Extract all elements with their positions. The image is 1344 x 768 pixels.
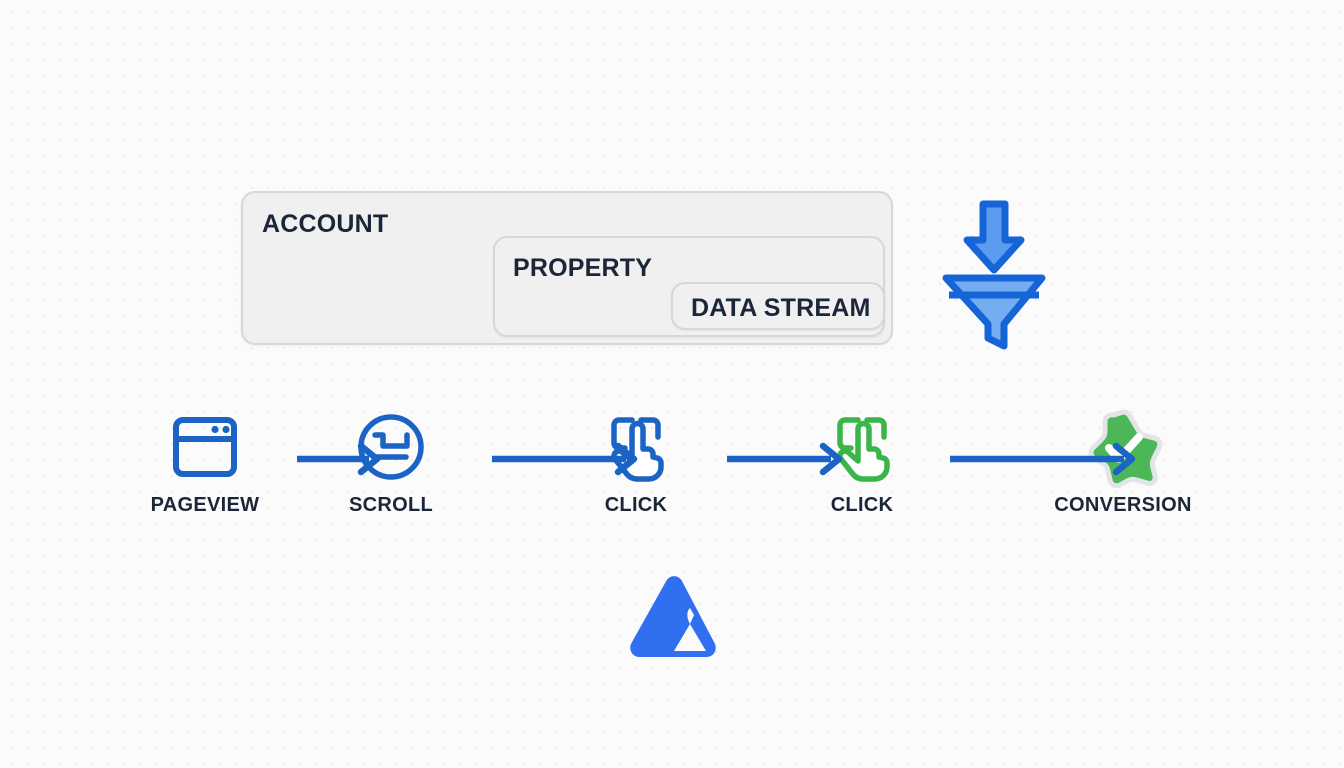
account-box-label: ACCOUNT — [262, 210, 389, 238]
event-label-click-2: CLICK — [830, 494, 894, 516]
flow-arrow-3 — [725, 441, 845, 477]
hierarchy-group: ACCOUNT PROPERTY DATA STREAM — [241, 191, 893, 345]
event-label-pageview: PAGEVIEW — [150, 494, 260, 516]
event-node-click-2[interactable]: CLICK — [787, 405, 937, 517]
data-stream-box[interactable]: DATA STREAM — [671, 282, 885, 330]
event-node-pageview[interactable]: PAGEVIEW — [130, 405, 280, 517]
browser-window-icon — [130, 405, 280, 489]
property-box[interactable]: PROPERTY DATA STREAM — [493, 236, 885, 337]
event-node-conversion[interactable]: CONVERSION — [1048, 405, 1198, 517]
event-label-conversion: CONVERSION — [1054, 494, 1192, 516]
data-stream-box-label: DATA STREAM — [691, 294, 871, 322]
google-analytics-logo — [628, 574, 718, 658]
event-flow-row: PAGEVIEW SCROLL CLICK — [130, 405, 1220, 530]
event-label-click-1: CLICK — [604, 494, 668, 516]
event-label-scroll: SCROLL — [348, 494, 434, 516]
account-box[interactable]: ACCOUNT PROPERTY DATA STREAM — [241, 191, 893, 345]
flow-arrow-1 — [295, 441, 383, 477]
event-node-scroll[interactable]: SCROLL — [316, 405, 466, 517]
funnel-icon — [938, 196, 1050, 352]
property-box-label: PROPERTY — [513, 254, 653, 282]
flow-arrow-4 — [948, 441, 1138, 477]
flow-arrow-2 — [490, 441, 640, 477]
